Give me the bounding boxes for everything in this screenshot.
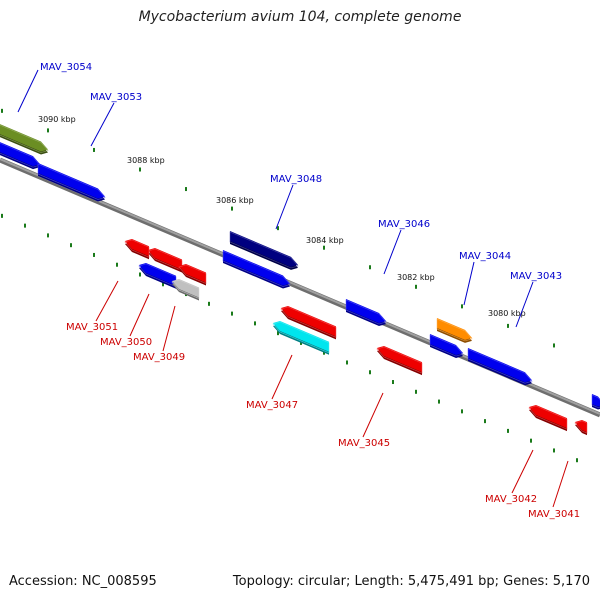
callout-line bbox=[162, 305, 176, 352]
feature-highlight bbox=[229, 231, 299, 269]
feature-body bbox=[125, 238, 149, 257]
callout-line bbox=[552, 460, 569, 508]
gene-feature[interactable] bbox=[280, 305, 337, 340]
feature-highlight bbox=[591, 394, 600, 408]
feature-highlight bbox=[37, 163, 106, 200]
feature-highlight bbox=[436, 318, 473, 342]
gene-label[interactable]: MAV_3042 bbox=[485, 494, 537, 505]
accession-text: Accession: NC_008595 bbox=[9, 574, 157, 589]
feature-body bbox=[592, 394, 600, 407]
gene-feature[interactable] bbox=[528, 404, 568, 432]
feature-highlight bbox=[467, 348, 533, 384]
callout-line bbox=[129, 293, 150, 337]
scale-tick-label: 3088 kbp bbox=[127, 156, 165, 165]
feature-body bbox=[0, 124, 48, 152]
feature-body bbox=[38, 163, 105, 199]
feature-highlight bbox=[138, 263, 177, 288]
feature-body bbox=[230, 231, 298, 267]
gene-label[interactable]: MAV_3043 bbox=[510, 271, 562, 282]
feature-highlight bbox=[124, 239, 150, 258]
feature-highlight bbox=[0, 142, 41, 168]
gene-feature[interactable] bbox=[591, 394, 600, 410]
gene-feature[interactable] bbox=[0, 140, 41, 170]
feature-body bbox=[575, 419, 587, 433]
gene-label[interactable]: MAV_3048 bbox=[270, 174, 322, 185]
feature-highlight bbox=[178, 264, 207, 285]
feature-body bbox=[430, 334, 463, 356]
feature-body bbox=[346, 299, 386, 324]
feature-highlight bbox=[280, 306, 337, 338]
feature-body bbox=[172, 278, 199, 298]
callout-line bbox=[362, 392, 384, 438]
map-title: Mycobacterium avium 104, complete genome bbox=[138, 9, 462, 25]
gene-label[interactable]: MAV_3047 bbox=[246, 400, 298, 411]
gene-label[interactable]: MAV_3053 bbox=[90, 92, 142, 103]
gene-label[interactable]: MAV_3051 bbox=[66, 322, 118, 333]
gene-feature[interactable] bbox=[37, 163, 106, 202]
feature-highlight bbox=[574, 420, 588, 434]
scale-tick-label: 3082 kbp bbox=[397, 273, 435, 282]
gene-feature[interactable] bbox=[272, 320, 330, 355]
feature-body bbox=[0, 142, 40, 167]
feature-body bbox=[179, 263, 206, 283]
gene-feature[interactable] bbox=[0, 122, 49, 155]
feature-body bbox=[139, 262, 176, 286]
callout-line bbox=[463, 261, 475, 306]
gene-feature[interactable] bbox=[138, 262, 177, 289]
gene-feature[interactable] bbox=[222, 250, 291, 289]
feature-highlight bbox=[345, 299, 387, 325]
scale-tick-label: 3086 kbp bbox=[216, 196, 254, 205]
feature-body bbox=[529, 404, 567, 429]
callout-line bbox=[511, 449, 534, 494]
feature-body bbox=[273, 320, 329, 352]
callout-line bbox=[383, 229, 402, 275]
callout-line bbox=[271, 354, 293, 400]
callout-line bbox=[515, 281, 534, 328]
gene-label[interactable]: MAV_3046 bbox=[378, 219, 430, 230]
gene-label[interactable]: MAV_3045 bbox=[338, 438, 390, 449]
gene-features bbox=[0, 122, 600, 436]
topology-text: Topology: circular; Length: 5,475,491 bp… bbox=[232, 574, 590, 589]
feature-highlight bbox=[171, 279, 200, 300]
gene-feature[interactable] bbox=[376, 345, 423, 376]
feature-body bbox=[281, 305, 336, 337]
callout-line bbox=[90, 102, 115, 147]
gene-feature[interactable] bbox=[345, 299, 387, 327]
gene-label[interactable]: MAV_3049 bbox=[133, 352, 185, 363]
feature-highlight bbox=[528, 405, 568, 430]
feature-body bbox=[223, 250, 290, 286]
scale-tick-label: 3080 kbp bbox=[488, 309, 526, 318]
gene-label[interactable]: MAV_3044 bbox=[459, 251, 511, 262]
feature-body bbox=[148, 247, 182, 270]
feature-highlight bbox=[376, 346, 423, 374]
gene-feature[interactable] bbox=[178, 263, 207, 286]
feature-body bbox=[377, 345, 422, 373]
feature-highlight bbox=[272, 321, 330, 354]
gene-feature[interactable] bbox=[429, 334, 464, 359]
gene-feature[interactable] bbox=[124, 238, 150, 260]
gene-label[interactable]: MAV_3050 bbox=[100, 337, 152, 348]
callout-line bbox=[17, 69, 39, 113]
feature-highlight bbox=[222, 250, 291, 287]
feature-highlight bbox=[429, 334, 464, 357]
scale-tick-label: 3090 kbp bbox=[38, 115, 76, 124]
gene-feature[interactable] bbox=[436, 318, 473, 343]
gene-feature[interactable] bbox=[574, 419, 588, 436]
tick-labels: 3090 kbp 3088 kbp 3086 kbp 3084 kbp 3082 kbp… bbox=[38, 115, 526, 318]
feature-highlight bbox=[0, 124, 49, 153]
callout-line bbox=[275, 184, 294, 230]
gene-label[interactable]: MAV_3054 bbox=[40, 62, 92, 73]
scale-tick-label: 3084 kbp bbox=[306, 236, 344, 245]
gene-callouts: MAV_3054MAV_3053MAV_3048MAV_3046MAV_3044… bbox=[17, 62, 580, 520]
gene-feature[interactable] bbox=[171, 278, 200, 301]
feature-body bbox=[437, 318, 472, 340]
gene-label[interactable]: MAV_3041 bbox=[528, 509, 580, 520]
callout-line bbox=[95, 280, 119, 322]
gene-feature[interactable] bbox=[229, 231, 299, 270]
gene-feature[interactable] bbox=[467, 348, 533, 386]
feature-body bbox=[468, 348, 532, 383]
